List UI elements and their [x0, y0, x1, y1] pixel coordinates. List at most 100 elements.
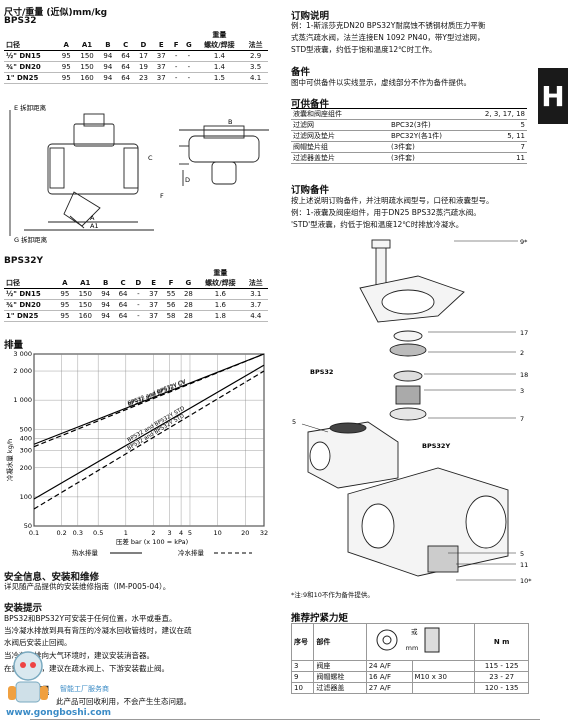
x-tick-label: 10 [213, 529, 221, 537]
callout-5-right: 5 [520, 550, 524, 558]
dimensions-title: 尺寸/重量 (近似)mm/kg [4, 8, 108, 18]
x-tick-label: 1 [124, 529, 128, 537]
table-row: 阀帽垫片组(3件套)7 [291, 141, 527, 153]
spares-text: 图中可供备件以实线显示，虚线部分不作为备件提供。 [291, 78, 471, 87]
x-tick-label: 0.3 [73, 529, 83, 537]
col-size: 口径 [4, 40, 58, 51]
col-f: F [170, 40, 183, 51]
x-tick-label: 2 [151, 529, 155, 537]
install-line-5: 在重要场合，建议在疏水阀上、下游安装截止阀。 [4, 664, 169, 673]
install-line-1: BPS32和BPS32Y可安装于任何位置，水平或垂直。 [4, 614, 177, 623]
y-tick-label: 2 000 [13, 367, 32, 375]
spares-title: 备件 [291, 67, 311, 78]
disposal-text: 此产品可回收利用，不会产生生态问题。 [56, 697, 191, 706]
weight-header-top: 重量 [212, 31, 227, 39]
x-axis-label: 压差 bar (x 100 = kPa) [116, 537, 188, 546]
callout-17: 17 [520, 329, 528, 337]
y-tick-label: 50 [24, 522, 32, 530]
order-line-3: STD型液囊，约低于饱和温度12℃时工作。 [291, 45, 437, 54]
series-line [33, 353, 265, 448]
col-flange: 法兰 [243, 40, 268, 51]
series-line [33, 364, 265, 500]
series-line [33, 353, 265, 445]
install-line-3: 水阀后安装止回阀。 [4, 638, 72, 647]
y-tick-label: 500 [20, 425, 32, 433]
y-tick-label: 200 [20, 464, 32, 472]
install-line-4: 当冷凝水排向大气环境时，建议安装消音器。 [4, 651, 154, 660]
x-tick-label: 5 [188, 529, 192, 537]
y-axis-label: 冷凝水量 kg/h [5, 439, 14, 481]
callout-18: 18 [520, 371, 528, 379]
y-tick-label: 1 000 [13, 396, 32, 404]
label-a: A [90, 214, 95, 222]
order-line-2: 式蒸汽疏水阀，法兰连接EN 1092 PN40，带Y型过滤网， [291, 33, 485, 42]
label-b: B [228, 118, 232, 126]
watermark-line-1: 智能工厂服务商 [60, 685, 109, 693]
label-f: F [160, 192, 164, 200]
col-c: C [116, 40, 135, 51]
legend-cold: 冷水排量 [178, 548, 205, 557]
table-row: 过滤器盖垫片(3件套)11 [291, 152, 527, 164]
torque-title: 推荐拧紧力矩 [291, 613, 349, 624]
x-tick-label: 0.2 [56, 529, 66, 537]
y-tick-label: 100 [20, 493, 32, 501]
x-tick-label: 20 [241, 529, 249, 537]
col-a: A [57, 40, 76, 51]
x-tick-label: 0.1 [29, 529, 39, 537]
legend-hot: 热水排量 [72, 548, 99, 557]
spares-order-line-2: 例：1-液囊及阀座组件，用于DN25 BPS32蒸汽疏水阀。 [291, 208, 481, 217]
callout-10: 10* [520, 577, 532, 585]
spares-order-title: 订购备件 [291, 185, 330, 196]
install-title: 安装提示 [4, 603, 43, 614]
bps32y-label: BPS32Y [4, 256, 43, 266]
watermark-url: www.gongboshi.com [6, 708, 112, 718]
safety-title: 安全信息、安装和维修 [4, 572, 100, 583]
series-line [33, 370, 265, 510]
series-label: BPS32 and BPS32Y STD [127, 406, 186, 444]
spares-order-line-3: 'STD'型液囊，约低于饱和温度12℃时排放冷凝水。 [291, 220, 464, 229]
series-label: BPS32 and BPS32Y CV [127, 380, 187, 409]
x-tick-label: 3 [168, 529, 172, 537]
col-e: E [152, 40, 171, 51]
available-spares-title: 可供备件 [291, 99, 330, 110]
label-g: G 拆卸距离 [14, 235, 48, 244]
x-tick-label: 32 [260, 529, 268, 537]
callout-5-left: 5 [292, 418, 296, 426]
bps32-label: BPS32 [4, 16, 37, 26]
x-tick-label: 0.5 [93, 529, 103, 537]
col-d: D [134, 40, 153, 51]
drain-title: 排量 [4, 340, 24, 351]
col-g: G [182, 40, 196, 51]
spares-order-line-1: 按上述说明订购备件，并注明疏水阀型号，口径和液囊型号。 [291, 196, 494, 205]
callout-9: 9* [520, 238, 528, 246]
wrench-socket-icon [376, 627, 440, 653]
label-bps32y: BPS32Y [422, 442, 450, 450]
label-a1: A1 [90, 222, 99, 230]
label-e: E 拆卸距离 [14, 104, 47, 112]
label-d: D [185, 176, 190, 184]
safety-text: 详见随产品提供的安装维修指南（IM-P005-04）。 [4, 582, 171, 591]
col-weight: 螺纹/焊接 [195, 40, 244, 51]
col-a1: A1 [75, 40, 99, 51]
y-tick-label: 400 [20, 435, 32, 443]
exploded-view-diagram: 9* 17 2 18 3 7 5 5 11 10* BPS32 BPS32Y [292, 238, 532, 585]
col-b: B [99, 40, 117, 51]
callout-7: 7 [520, 415, 524, 423]
dimension-drawing: E 拆卸距离 G 拆卸距离 A A1 B C D F [9, 104, 269, 244]
callout-11: 11 [520, 561, 528, 569]
